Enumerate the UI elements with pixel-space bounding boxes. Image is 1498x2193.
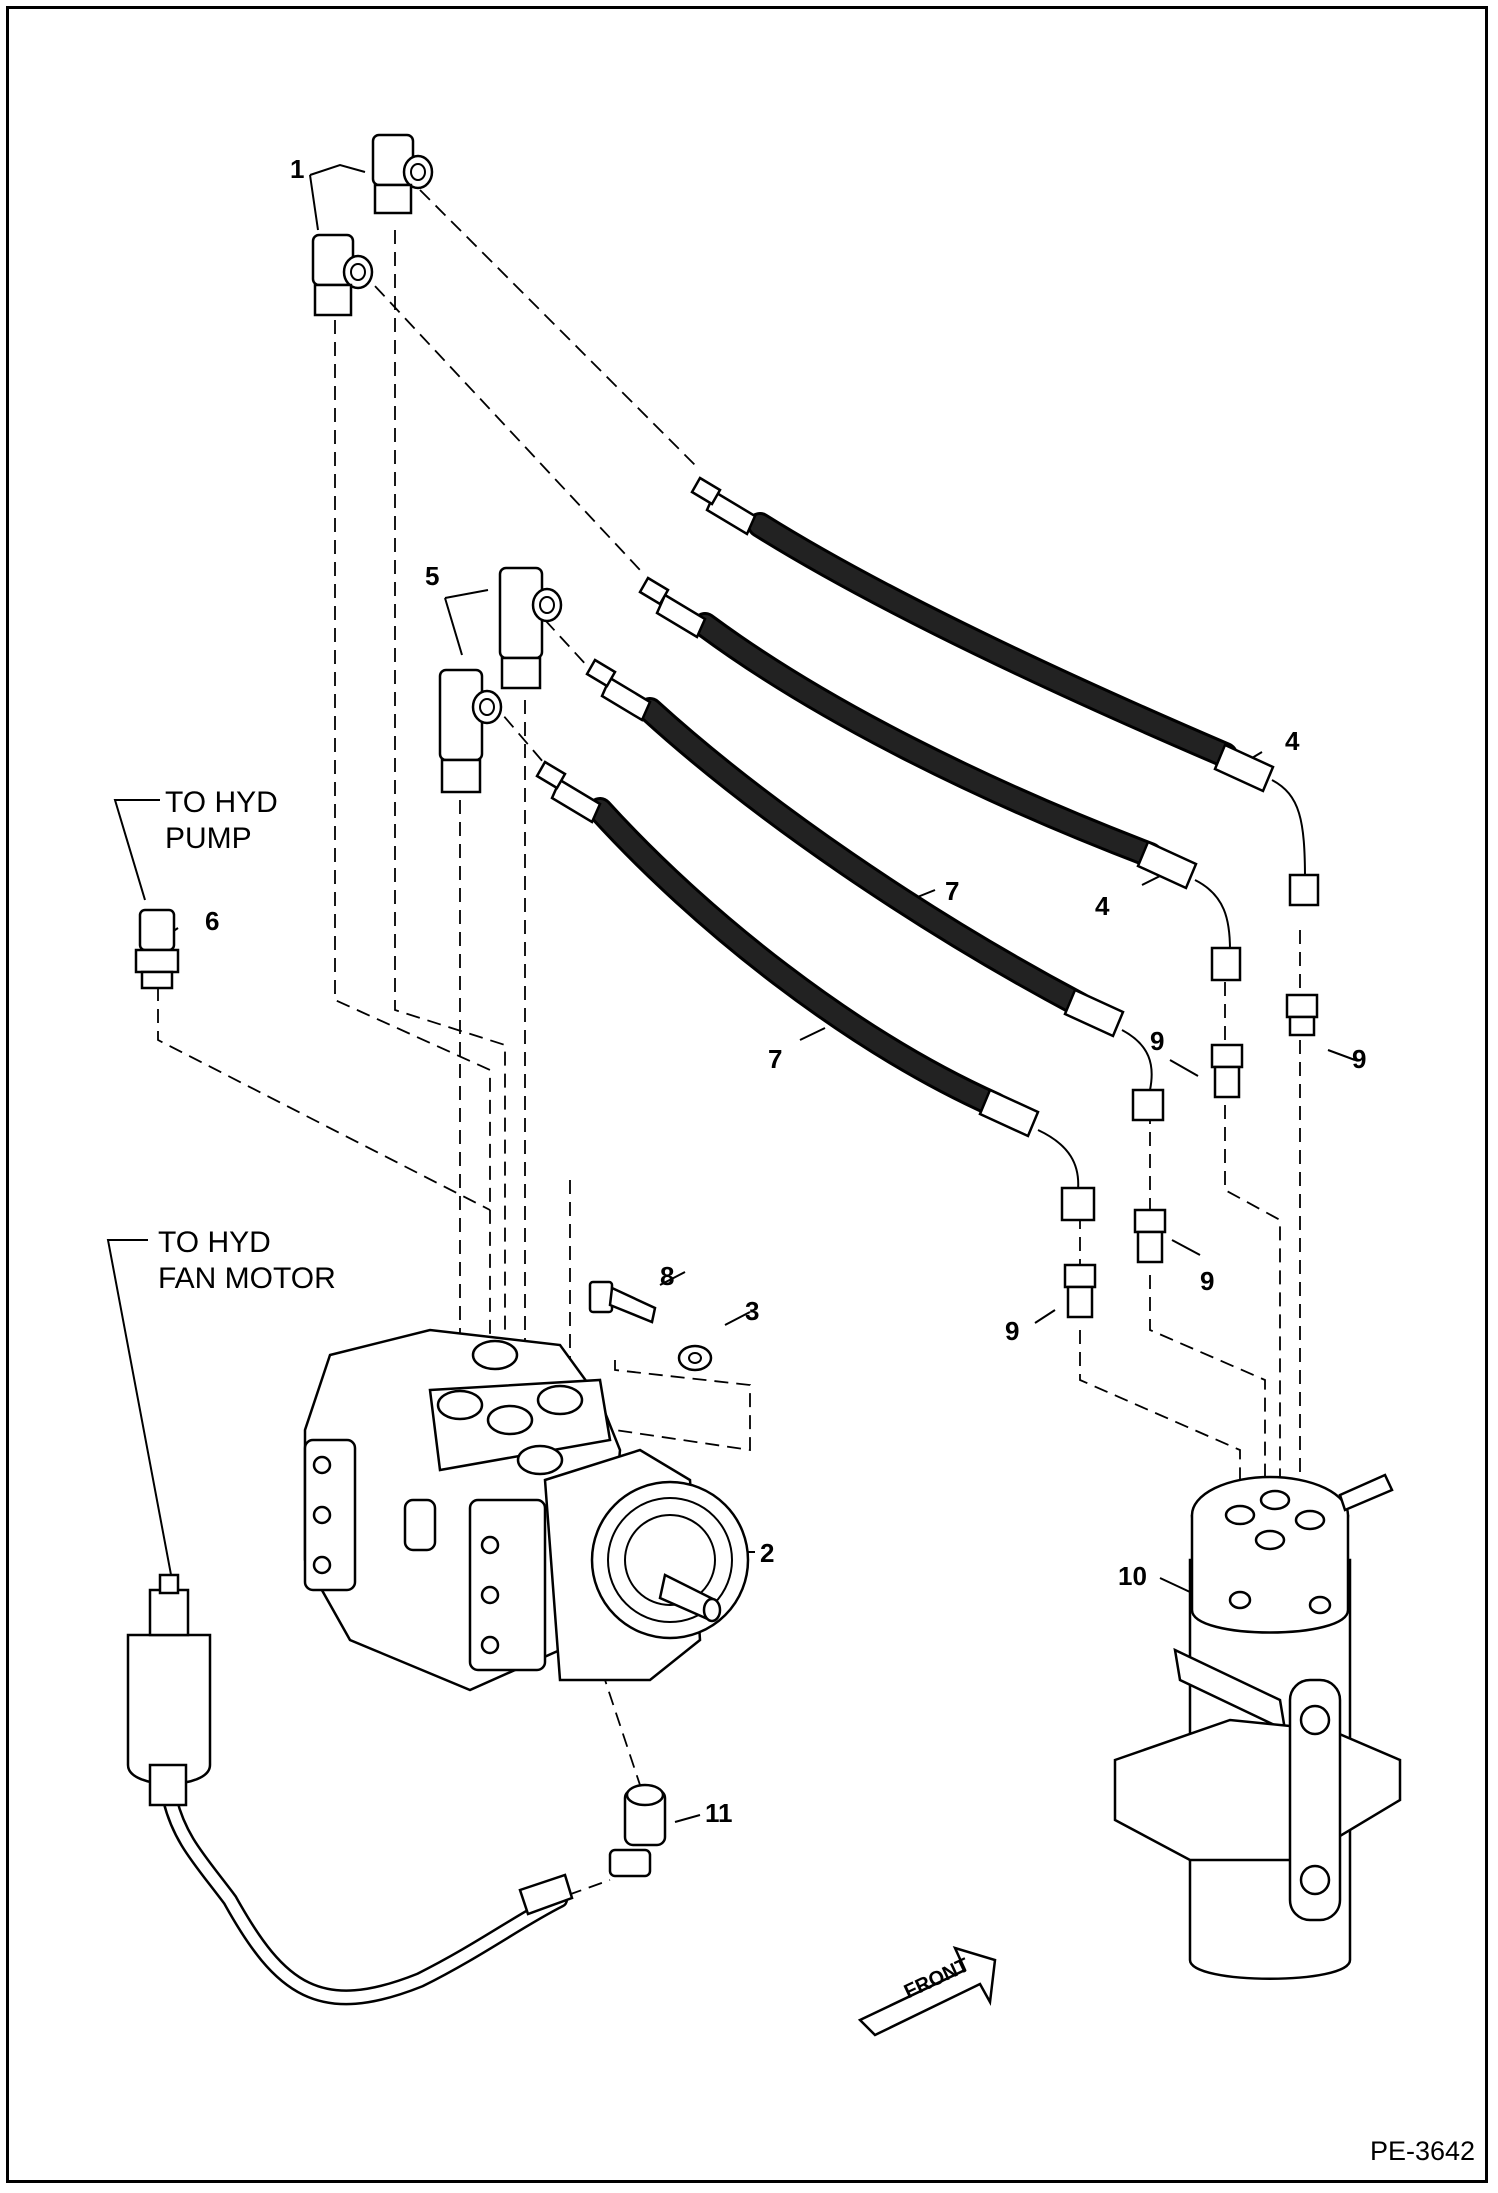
figure-code: PE-3642 [1370, 2136, 1475, 2166]
callout-11: 11 [705, 1798, 733, 1828]
elbow-fitting-5-upper [498, 566, 563, 690]
note-to-hyd-fan-motor-line1: TO HYD [158, 1226, 271, 1259]
adapter-fitting-9-c [1133, 1208, 1167, 1264]
bolt-8 [588, 1280, 657, 1324]
elbow-fitting-11 [608, 1783, 667, 1878]
note-to-hyd-pump-line2: PUMP [165, 822, 252, 855]
callout-4-upper: 4 [1285, 726, 1300, 756]
callout-4-lower: 4 [1095, 891, 1110, 921]
note-to-hyd-pump-line1: TO HYD [165, 786, 278, 819]
callout-8: 8 [660, 1261, 674, 1291]
elbow-fitting-5-lower [438, 668, 503, 794]
callout-9-d: 9 [1005, 1316, 1019, 1346]
elbow-fitting-1-upper [371, 133, 434, 215]
assembly-lines [157, 189, 1301, 1896]
adapter-fitting-9-a [1285, 993, 1319, 1037]
hose-assembly-upper-7 [585, 658, 1165, 1122]
rotary-swivel-10 [1113, 1473, 1402, 1980]
front-direction-arrow: FRONT [857, 1946, 997, 2037]
callout-5: 5 [425, 561, 439, 591]
hydraulic-pump-2 [303, 1328, 750, 1692]
callout-10: 10 [1118, 1561, 1147, 1591]
callout-7-upper: 7 [945, 876, 959, 906]
note-to-hyd-fan-motor-line2: FAN MOTOR [158, 1262, 336, 1295]
hose-assembly-upper-4 [690, 476, 1320, 907]
callout-9-c: 9 [1200, 1266, 1214, 1296]
fan-motor-line [126, 1573, 574, 2006]
callout-2: 2 [760, 1538, 774, 1568]
washer-3 [677, 1344, 713, 1372]
adapter-fitting-9-d [1063, 1263, 1097, 1319]
elbow-fitting-1-lower [311, 233, 374, 317]
adapter-fitting-9-b [1210, 1043, 1244, 1099]
callout-9-a: 9 [1150, 1026, 1164, 1056]
leader-lines [106, 163, 1356, 1823]
hose-assembly-lower-7 [535, 760, 1096, 1222]
callout-9-b: 9 [1352, 1044, 1366, 1074]
callout-3: 3 [745, 1296, 759, 1326]
callout-1: 1 [290, 154, 304, 184]
callout-7-lower: 7 [768, 1044, 782, 1074]
fitting-6 [134, 908, 180, 990]
hose-assembly-lower-4 [638, 576, 1242, 982]
callout-6: 6 [205, 906, 219, 936]
